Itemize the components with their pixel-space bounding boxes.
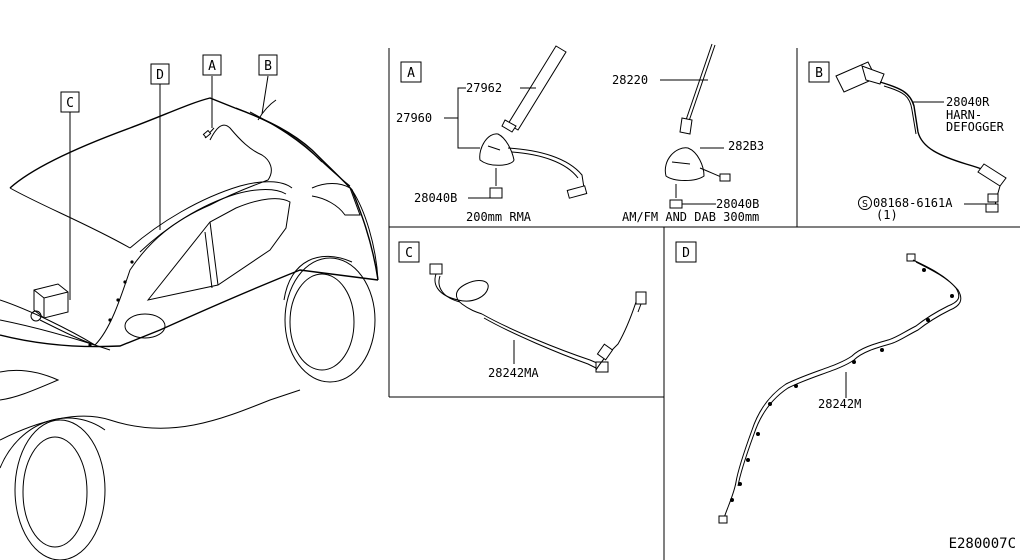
part-282b3: 282B3	[728, 139, 764, 153]
side-window	[146, 198, 291, 301]
defogger-harness	[835, 61, 1007, 213]
section-c-title: C	[405, 246, 413, 261]
antenna-amp-module	[30, 283, 69, 322]
antenna-base-left	[479, 133, 588, 199]
section-b-title: B	[815, 66, 823, 81]
screw-symbol-icon: S	[858, 196, 872, 210]
section-b: B 28040R HARN- DEFOGGER S 08168-6161A (1…	[808, 61, 1007, 222]
callout-b[interactable]: B	[258, 54, 278, 115]
callout-c-label: C	[66, 96, 74, 111]
panel-frames	[388, 48, 1020, 560]
part-harn: HARN-	[946, 108, 982, 122]
svg-text:S: S	[862, 199, 868, 210]
part-27960: 27960	[396, 111, 432, 125]
antenna-base-right	[664, 147, 731, 209]
screw-quantity: (1)	[876, 208, 898, 222]
car-harness-d	[39, 124, 272, 346]
part-defogger: DEFOGGER	[946, 120, 1005, 134]
part-08168-6161a: 08168-6161A	[873, 196, 953, 210]
callout-c[interactable]: C	[60, 91, 80, 300]
section-d: D 28242M	[675, 241, 962, 524]
part-28242ma: 28242MA	[488, 366, 539, 380]
harness-28242m	[718, 253, 962, 524]
section-d-title: D	[682, 246, 690, 261]
antenna-rod-left	[501, 45, 567, 133]
vehicle-illustration	[0, 97, 379, 560]
callout-a-label: A	[208, 59, 216, 74]
callout-b-label: B	[264, 59, 272, 74]
part-28242m: 28242M	[818, 397, 861, 411]
car-roof-outline	[9, 97, 379, 281]
rear-wheel	[283, 255, 376, 383]
section-c: C 28242MA	[398, 241, 647, 380]
diagram-code: E280007C	[949, 536, 1016, 552]
section-a-title: A	[407, 66, 415, 81]
part-27962: 27962	[466, 81, 502, 95]
caption-200mm-rma: 200mm RMA	[466, 210, 532, 224]
caption-am-fm-dab: AM/FM AND DAB 300mm	[622, 210, 759, 224]
front-wheel	[0, 417, 106, 560]
harness-28242ma	[429, 263, 647, 373]
callout-d-label: D	[156, 68, 164, 83]
antenna-rod-right	[679, 43, 716, 135]
part-28040r: 28040R	[946, 95, 990, 109]
callout-d[interactable]: D	[150, 63, 170, 230]
part-28040b-right: 28040B	[716, 197, 759, 211]
part-28220: 28220	[612, 73, 648, 87]
side-mirror	[124, 313, 166, 339]
part-28040b-left: 28040B	[414, 191, 457, 205]
section-a: A 27962 27960 28040B 200mm RMA	[396, 43, 764, 224]
callout-a[interactable]: A	[202, 54, 222, 128]
